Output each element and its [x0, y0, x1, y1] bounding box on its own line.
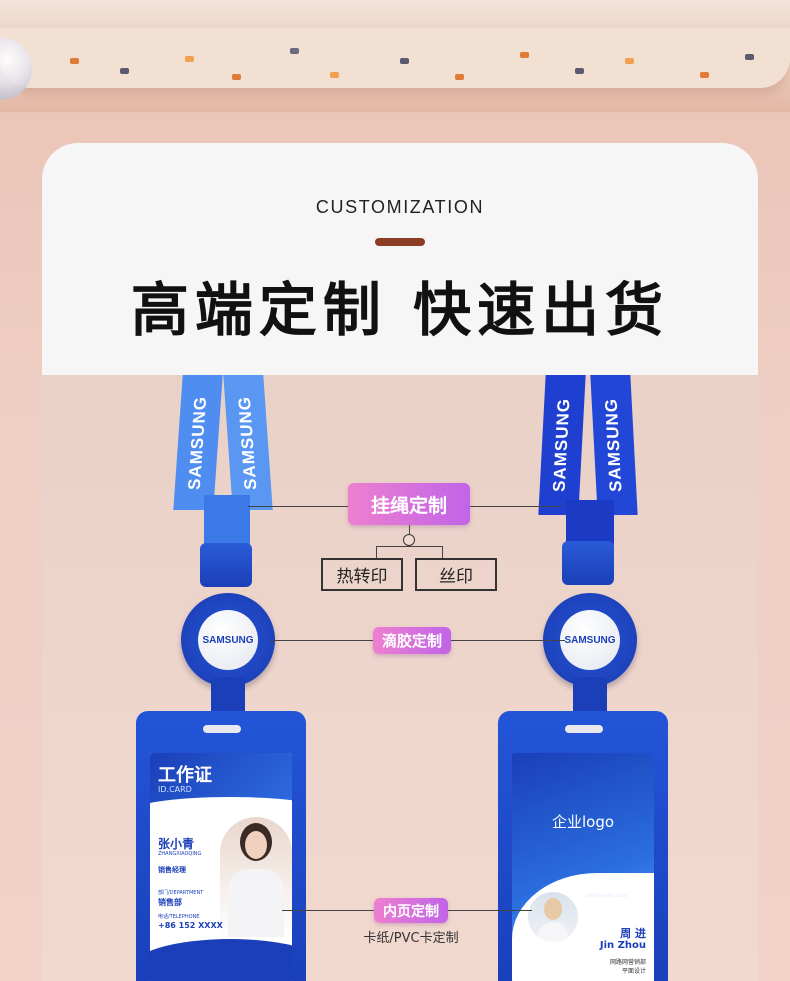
lanyard-connector-right [562, 541, 614, 585]
product-showcase: SAMSUNG SAMSUNG SAMSUNG 工作证 ID.CARD 张小青 … [42, 375, 758, 981]
terrazzo-chip [185, 56, 194, 62]
employee-name: 周 进 [620, 927, 646, 940]
terrazzo-chip [575, 68, 584, 74]
terrazzo-chip [290, 48, 299, 54]
employee-name: 张小青 [158, 837, 195, 851]
portrait-body [538, 922, 568, 942]
lanyard-strap-right-a: SAMSUNG [538, 375, 586, 515]
lanyard-brand-text: SAMSUNG [549, 398, 574, 492]
card-title: 工作证 [586, 883, 616, 894]
portrait-frame [528, 892, 578, 942]
lanyard-brand-text: SAMSUNG [234, 395, 261, 490]
id-card-left: 工作证 ID.CARD 张小青 ZHANGXIAOQING 销售经理 部门/DE… [150, 753, 292, 981]
junction-dot [403, 534, 415, 546]
leader-line [248, 506, 348, 507]
card-header-band [150, 753, 292, 805]
terrazzo-chip [745, 54, 754, 60]
portrait-photo-round [524, 888, 582, 946]
badge-reel-left: SAMSUNG [181, 593, 275, 687]
terrazzo-chip [120, 68, 129, 74]
lanyard-strap-left-a: SAMSUNG [173, 375, 223, 510]
portrait-body [228, 869, 284, 937]
portrait-face [245, 831, 267, 859]
lanyard-join-left [204, 495, 250, 545]
employee-phone: +86 152 XXXX [158, 921, 223, 930]
employee-role: 平面设计 [621, 968, 646, 975]
lanyard-brand-text: SAMSUNG [601, 398, 626, 492]
tree-line [442, 546, 443, 560]
terrazzo-chip [330, 72, 339, 78]
employee-name-en: Jin Zhou [599, 940, 646, 951]
shelf-surface [0, 28, 790, 88]
terrazzo-chip [520, 52, 529, 58]
lanyard-connector-left [200, 543, 252, 587]
terrazzo-shelf [0, 0, 790, 112]
card-holder-right: 企业logo 工作证 employee's card 周 进 Jin Zhou … [498, 711, 668, 981]
terrazzo-chip [700, 72, 709, 78]
phone-label: 电话/TELEPHONE [158, 914, 200, 920]
terrazzo-chip [455, 74, 464, 80]
leader-line [448, 910, 532, 911]
page-title: 高端定制 快速出货 [130, 276, 670, 344]
employee-position: 销售经理 [158, 866, 186, 874]
leader-line [450, 640, 565, 641]
wall-background [0, 0, 790, 32]
employee-pinyin: ZHANGXIAOQING [158, 851, 202, 857]
terrazzo-chip [625, 58, 634, 64]
lanyard-strap-right-b: SAMSUNG [590, 375, 638, 515]
leader-line [282, 910, 374, 911]
dept-label: 部门/DEPARTMENT [158, 890, 204, 896]
silk-screen-label: 丝印 [415, 558, 497, 591]
card-title-en: employee's card [586, 893, 628, 899]
tree-line [376, 546, 377, 560]
reel-clip-left [211, 677, 245, 717]
badge-reel-right: SAMSUNG [543, 593, 637, 687]
company-logo-text: 企业logo [551, 813, 615, 831]
employee-dept: 网路网营销部 [609, 959, 646, 966]
lanyard-join-right [566, 500, 614, 545]
reel-clip-right [573, 677, 607, 717]
heat-transfer-label: 热转印 [321, 558, 403, 591]
card-holder-left: 工作证 ID.CARD 张小青 ZHANGXIAOQING 销售经理 部门/DE… [136, 711, 306, 981]
terrazzo-chip [70, 58, 79, 64]
terrazzo-chip [400, 58, 409, 64]
card-footer-wave [150, 939, 292, 981]
holder-slot [565, 725, 603, 733]
card-title: 工作证 [158, 765, 212, 786]
reel-face: SAMSUNG [560, 610, 620, 670]
header-card: CUSTOMIZATION 高端定制 快速出货 [42, 143, 758, 375]
tree-line [376, 546, 443, 547]
leader-line [270, 640, 373, 641]
insert-label: 内页定制 [374, 898, 448, 923]
id-card-right: 企业logo 工作证 employee's card 周 进 Jin Zhou … [512, 753, 654, 981]
insert-material-note: 卡纸/PVC卡定制 [363, 931, 459, 946]
reel-brand-text: SAMSUNG [202, 634, 254, 646]
terrazzo-chip [232, 74, 241, 80]
portrait-photo [220, 817, 292, 937]
leader-line [470, 506, 562, 507]
lanyard-brand-text: SAMSUNG [184, 395, 211, 490]
customization-subtitle: CUSTOMIZATION [315, 197, 485, 217]
card-subtitle: ID.CARD [158, 785, 192, 794]
reel-face: SAMSUNG [198, 610, 258, 670]
holder-slot [203, 725, 241, 733]
epoxy-label: 滴胶定制 [373, 627, 451, 654]
reel-brand-text: SAMSUNG [564, 634, 616, 646]
lanyard-strap-left-b: SAMSUNG [223, 375, 273, 510]
lanyard-label: 挂绳定制 [348, 483, 470, 525]
employee-dept: 销售部 [158, 898, 182, 907]
accent-bar [375, 238, 425, 246]
portrait-hair [544, 898, 562, 920]
